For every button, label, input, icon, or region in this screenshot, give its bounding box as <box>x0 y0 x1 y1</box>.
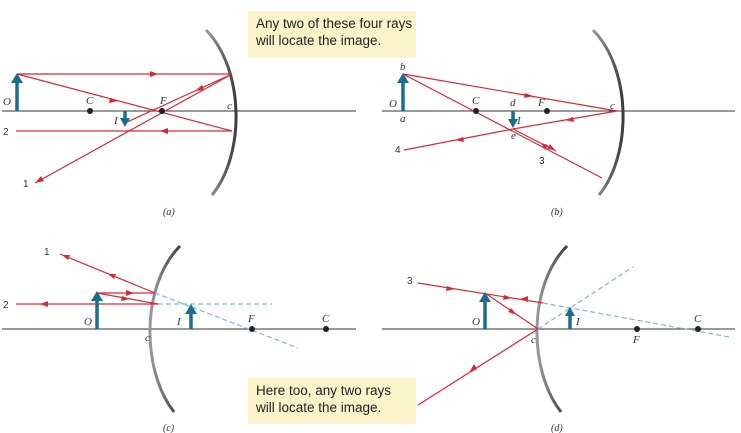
label-object-b: O <box>389 98 397 110</box>
ray-b-to-vertex <box>402 73 618 112</box>
label-e-b: e <box>511 130 516 142</box>
center-point-d <box>695 326 701 332</box>
label-ray-1-a: 1 <box>23 179 29 190</box>
callout-top: Any two of these four rays will locate t… <box>248 11 416 58</box>
center-point-b <box>473 108 479 114</box>
label-center-b: C <box>472 95 480 107</box>
ray-b-thru-center <box>402 73 603 179</box>
ray-1-c <box>59 253 156 294</box>
panel-c: O c I F C 1 2 (c) <box>2 244 356 433</box>
caption-a: (a) <box>163 207 175 218</box>
label-ray-3-b: 3 <box>539 156 545 167</box>
center-point-a <box>87 108 93 114</box>
label-base-b: a <box>400 113 406 125</box>
label-object-d: O <box>472 316 480 328</box>
label-top-b: b <box>400 61 406 73</box>
label-focus-b: F <box>537 97 545 109</box>
ray-4-d <box>417 328 539 406</box>
mirror-a <box>204 28 238 196</box>
label-vertex-c: c <box>145 332 150 344</box>
panel-b: O b a C d F c I e 3 4 (b) <box>382 28 735 218</box>
label-center-d: C <box>694 313 702 325</box>
label-d-b: d <box>510 97 516 109</box>
callout-top-line1: Any two of these four rays <box>256 16 413 31</box>
focus-point-a <box>159 108 165 114</box>
label-center-c: C <box>322 313 330 325</box>
label-image-c: I <box>176 316 182 328</box>
focus-point-b <box>544 108 550 114</box>
label-vertex-d: c <box>531 334 536 346</box>
callout-top-line2: will locate the image. <box>256 33 382 48</box>
label-vertex-a: c <box>227 100 232 112</box>
label-ray-1-c: 1 <box>44 247 50 258</box>
label-ray-4-b: 4 <box>395 145 401 156</box>
virtual-c-focus <box>154 292 299 349</box>
label-image-a: I <box>113 115 119 127</box>
focus-point-c <box>249 326 255 332</box>
callout-bottom-line1: Here too, any two rays <box>256 383 392 398</box>
label-focus-a: F <box>159 95 167 107</box>
virtual-d-vertex <box>537 266 634 330</box>
mirror-b <box>591 28 625 196</box>
label-ray-3-d: 3 <box>407 276 413 287</box>
label-ray-2-a: 2 <box>3 127 9 138</box>
caption-b: (b) <box>551 207 563 218</box>
label-image-d: I <box>575 316 581 328</box>
label-ray-2-c: 2 <box>3 300 9 311</box>
panel-d: O c I F C 3 4 (d) <box>382 244 735 433</box>
label-vertex-b: c <box>610 100 615 112</box>
callout-bottom-line2: will locate the image. <box>256 400 382 415</box>
ray-a-thru-focus <box>16 73 233 132</box>
caption-c: (c) <box>163 423 175 433</box>
label-focus-c: F <box>247 313 255 325</box>
center-point-c <box>323 326 329 332</box>
label-image-b: I <box>516 115 522 127</box>
label-object-a: O <box>3 96 11 108</box>
ray-a-refl-focus <box>124 73 233 124</box>
label-focus-d: F <box>632 334 640 346</box>
focus-point-d <box>634 326 640 332</box>
label-center-a: C <box>86 95 94 107</box>
mirror-c <box>148 244 182 413</box>
panel-a: O C F c I 2 1 (a) <box>2 28 356 218</box>
callout-bottom: Here too, any two rays will locate the i… <box>248 378 416 424</box>
caption-d: (d) <box>551 423 563 433</box>
ray-1-a <box>34 73 233 184</box>
label-object-c: O <box>84 316 92 328</box>
